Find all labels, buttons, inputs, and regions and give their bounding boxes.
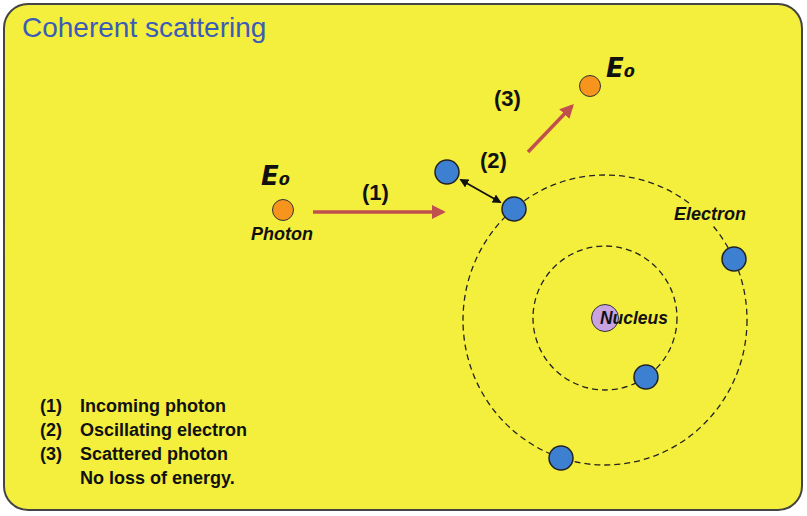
nucleus-label: Nucleus [600, 308, 668, 328]
scattered-arrow [528, 106, 572, 152]
text-holder: E₀ [606, 54, 635, 84]
energy-label: E₀ [261, 162, 290, 192]
label-holder: (2) [480, 148, 507, 173]
callout-number: (2) [480, 148, 507, 173]
label-holder: Oscillating electron [80, 420, 247, 441]
incoming-arrow [313, 210, 443, 214]
electron [634, 365, 658, 389]
photon-label: Photon [251, 224, 313, 245]
label-holder: Scattered photon [80, 444, 228, 465]
label-holder: (2) [40, 420, 62, 441]
electron [435, 160, 459, 184]
text-holder: Photon [251, 224, 313, 245]
photon-circle: E₀Photon [272, 199, 294, 221]
electron [722, 247, 746, 271]
text-holder: Nucleus [600, 308, 668, 328]
label-holder: Electron [672, 204, 748, 225]
legend-text: Scattered photon [80, 444, 228, 465]
energy-label: E₀ [606, 54, 635, 84]
oscillation-arrow [461, 180, 500, 202]
electron-label: Electron [672, 204, 748, 225]
label-holder: Incoming photon [80, 396, 226, 417]
legend-number: (3) [40, 444, 62, 465]
legend-number: (1) [40, 396, 62, 417]
label-holder: (3) [494, 86, 521, 111]
callout-number: (3) [494, 86, 521, 111]
label-holder: No loss of energy. [80, 468, 235, 489]
label-holder: (3) [40, 444, 62, 465]
note-text: No loss of energy. [80, 468, 235, 489]
text-holder: E₀ [261, 162, 290, 192]
legend-text: Incoming photon [80, 396, 226, 417]
nucleus-circle: Nucleus [591, 304, 619, 332]
inner-orbit [533, 246, 677, 390]
title: Coherent scattering [22, 12, 266, 44]
label-holder: (1) [362, 180, 389, 205]
callout-number: (1) [362, 180, 389, 205]
electron [549, 446, 573, 470]
legend-text: Oscillating electron [80, 420, 247, 441]
background-panel [4, 4, 802, 510]
electron [502, 197, 526, 221]
photon-circle: E₀ [579, 75, 601, 97]
title-block: Coherent scattering [22, 12, 266, 44]
legend-number: (2) [40, 420, 62, 441]
label-holder: (1) [40, 396, 62, 417]
